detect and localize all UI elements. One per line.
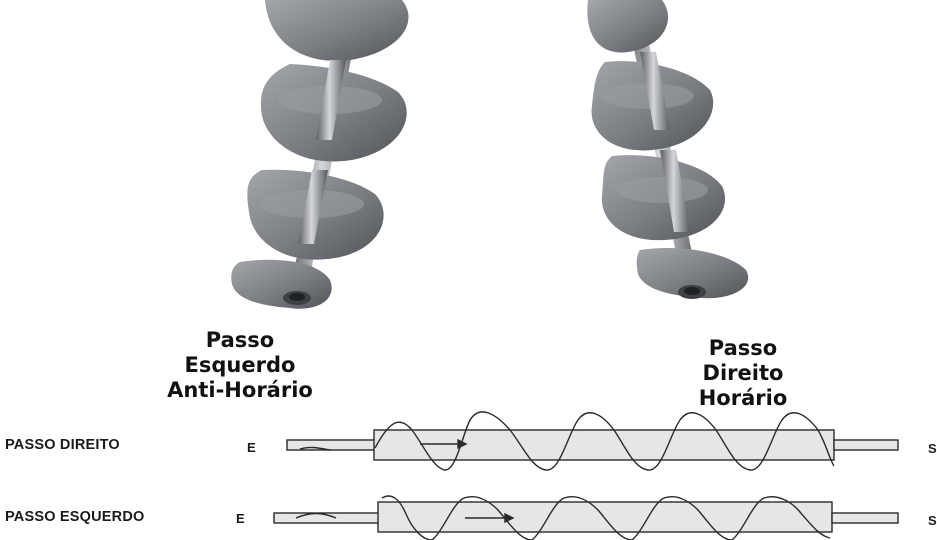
left-hand-pitch-drawing — [274, 496, 898, 540]
right-hand-pitch-drawing — [287, 412, 898, 470]
